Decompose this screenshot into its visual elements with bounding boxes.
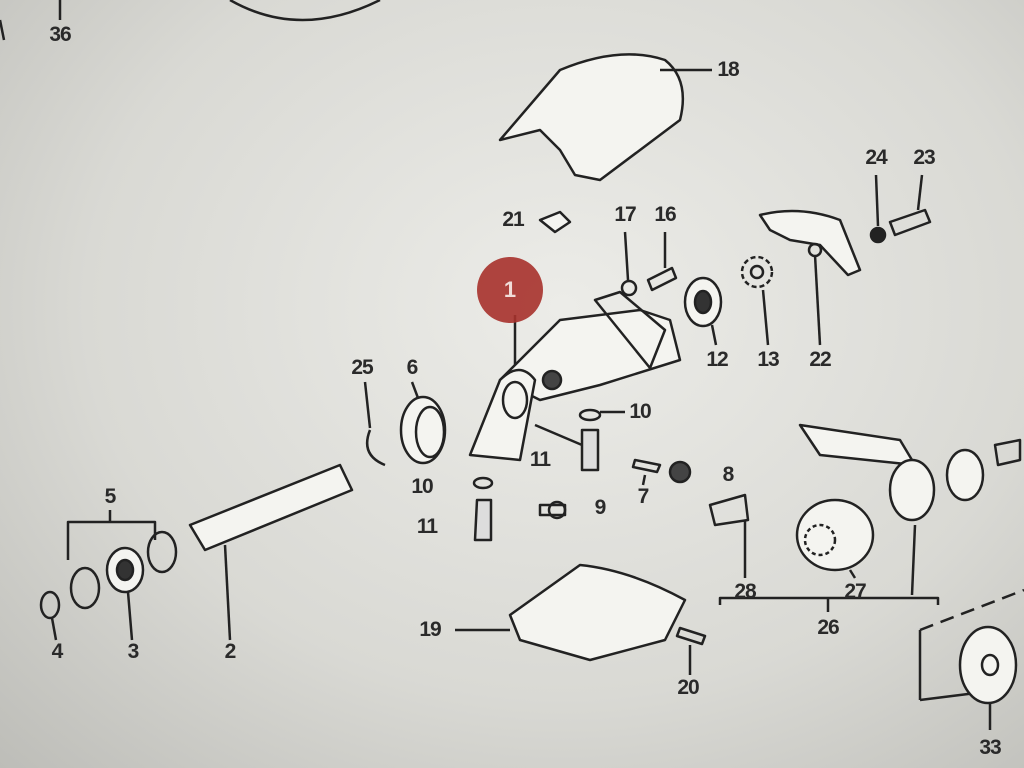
part-label-23: 23: [913, 146, 935, 169]
part-label-7: 7: [637, 485, 650, 508]
part-label-20: 20: [677, 676, 699, 699]
part-label-13: 13: [757, 348, 779, 371]
part-label-8: 8: [722, 463, 735, 486]
part-label-11: 11: [529, 448, 551, 471]
part-label-25: 25: [351, 356, 373, 379]
top-partial-part: [229, 0, 381, 22]
part-label-33: 33: [979, 736, 1001, 759]
part-label-11: 11: [416, 515, 438, 538]
part-19-lower-cover: [508, 563, 687, 662]
part-label-21: 21: [502, 208, 524, 231]
part-label-18: 18: [717, 58, 739, 81]
part-label-3: 3: [127, 640, 140, 663]
part-label-9: 9: [594, 496, 607, 519]
part-label-12: 12: [706, 348, 728, 371]
part-label-10: 10: [629, 400, 651, 423]
part-label-36: 36: [49, 23, 71, 46]
part-18-upper-cover: [498, 53, 685, 182]
part-label-26: 26: [817, 616, 839, 639]
part-label-16: 16: [654, 203, 676, 226]
part-label-24: 24: [865, 146, 887, 169]
part-label-19: 19: [419, 618, 441, 641]
part-label-6: 6: [406, 356, 419, 379]
part-2-shaft: [188, 463, 354, 552]
part-label-2: 2: [224, 640, 237, 663]
part-label-4: 4: [51, 640, 64, 663]
part-label-17: 17: [614, 203, 636, 226]
part-label-10: 10: [411, 475, 433, 498]
part-label-27: 27: [844, 580, 866, 603]
part-label-22: 22: [809, 348, 831, 371]
part-label-28: 28: [734, 580, 756, 603]
part-label-5: 5: [104, 485, 117, 508]
highlighted-part-callout[interactable]: 1: [477, 257, 543, 323]
